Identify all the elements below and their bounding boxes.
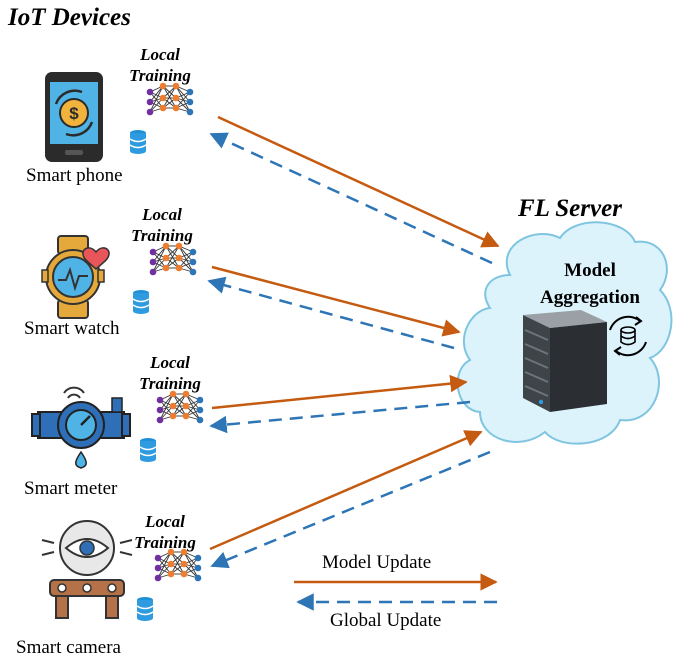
database-sync-icon bbox=[609, 315, 647, 357]
neural-network-icon bbox=[149, 242, 197, 276]
database-icon bbox=[139, 437, 157, 463]
iot-devices-title: IoT Devices bbox=[8, 4, 131, 31]
model-aggregation-line1: Model bbox=[564, 260, 616, 281]
device-label-smart-phone: Smart phone bbox=[26, 165, 123, 186]
local-training-label: Local Training bbox=[125, 352, 215, 394]
device-label-smart-camera: Smart camera bbox=[16, 637, 121, 658]
local-training-line1: Local bbox=[142, 205, 182, 224]
global-update-arrow bbox=[207, 276, 455, 350]
device-label-smart-watch: Smart watch bbox=[24, 318, 120, 339]
database-icon bbox=[136, 596, 154, 622]
database-icon bbox=[132, 289, 150, 315]
local-training-line1: Local bbox=[140, 45, 180, 64]
legend-global-update: Global Update bbox=[330, 610, 442, 631]
local-training-label: Local Training bbox=[117, 204, 207, 246]
neural-network-icon bbox=[146, 82, 194, 116]
model-aggregation-label: Model Aggregation bbox=[525, 257, 655, 311]
local-training-label: Local Training bbox=[120, 511, 210, 553]
local-training-line2: Training bbox=[129, 66, 191, 85]
local-training-line1: Local bbox=[145, 512, 185, 531]
smart-camera-icon bbox=[41, 520, 133, 619]
global-update-arrow bbox=[209, 400, 471, 434]
model-update-arrow bbox=[211, 374, 468, 410]
neural-network-icon bbox=[156, 390, 204, 424]
device-label-smart-meter: Smart meter bbox=[24, 478, 118, 499]
smart-phone-icon: $ bbox=[45, 72, 103, 162]
global-update-arrow bbox=[210, 450, 491, 569]
fl-server-title: FL Server bbox=[518, 195, 622, 222]
neural-network-icon bbox=[154, 548, 202, 582]
local-training-line2: Training bbox=[134, 533, 196, 552]
local-training-label: Local Training bbox=[115, 44, 205, 86]
local-training-line1: Local bbox=[150, 353, 190, 372]
model-update-arrow bbox=[209, 430, 483, 551]
local-training-line2: Training bbox=[131, 226, 193, 245]
svg-text:$: $ bbox=[69, 104, 79, 123]
database-icon bbox=[129, 129, 147, 155]
model-update-arrow bbox=[211, 265, 461, 337]
legend-model-update: Model Update bbox=[322, 552, 432, 573]
smart-watch-icon bbox=[41, 235, 110, 319]
local-training-line2: Training bbox=[139, 374, 201, 393]
server-icon bbox=[523, 310, 607, 412]
global-update-arrow bbox=[209, 132, 493, 265]
smart-meter-icon bbox=[31, 386, 131, 469]
model-update-arrow bbox=[217, 115, 500, 248]
model-aggregation-line2: Aggregation bbox=[540, 287, 640, 308]
